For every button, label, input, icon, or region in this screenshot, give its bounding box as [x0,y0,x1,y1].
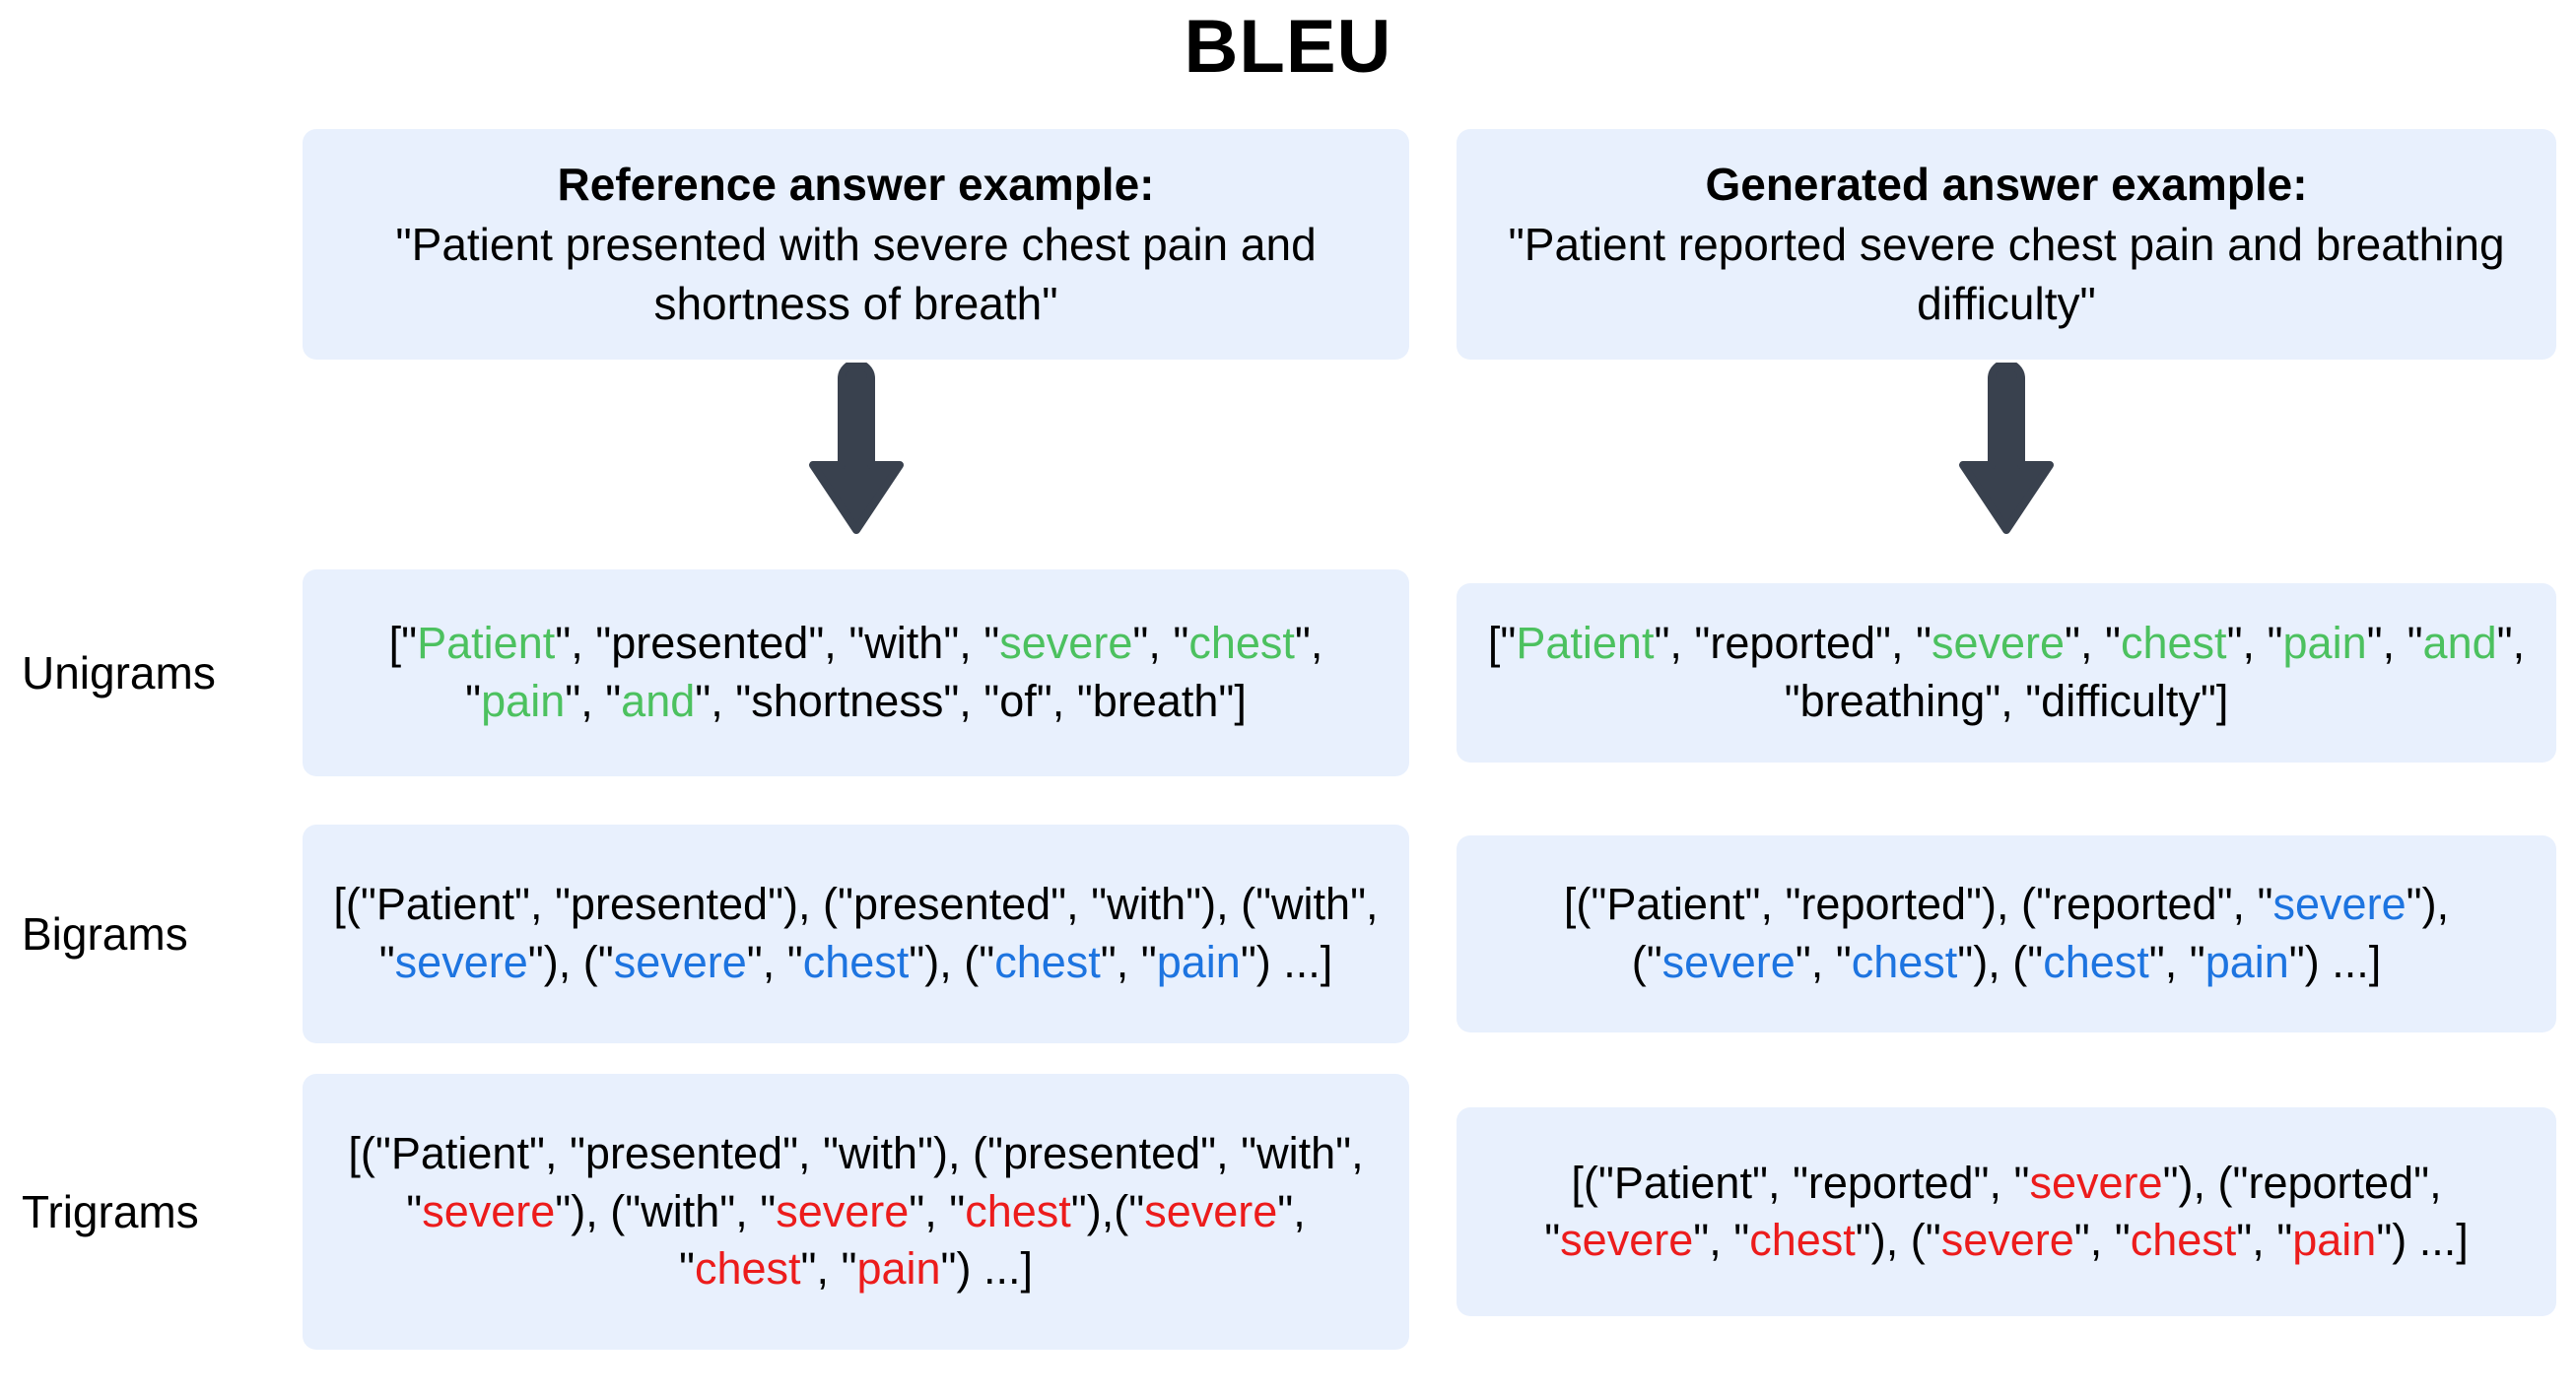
trigrams-generated-box: [("Patient", "reported", "severe"), ("re… [1457,1107,2556,1316]
reference-answer-text: Reference answer example: "Patient prese… [328,155,1384,334]
bigrams-row: Bigrams [("Patient", "presented"), ("pre… [0,803,2576,1064]
page-title: BLEU [1184,5,1392,89]
reference-answer-box: Reference answer example: "Patient prese… [303,129,1409,360]
trigrams-generated-text: [("Patient", "reported", "severe"), ("re… [1544,1157,2469,1266]
generated-answer-box: Generated answer example: "Patient repor… [1457,129,2556,360]
unigrams-reference-text: ["Patient", "presented", "with", "severe… [388,618,1323,726]
left-arrow-container [303,360,1409,542]
reference-answer-title: Reference answer example: [557,158,1155,210]
unigrams-generated-box: ["Patient", "reported", "severe", "chest… [1457,582,2556,763]
bigrams-generated-text: [("Patient", "reported"), ("reported", "… [1563,879,2450,987]
bigrams-reference-text: [("Patient", "presented"), ("presented",… [333,879,1379,987]
arrow-row [0,360,2576,542]
down-arrow-icon [808,362,904,534]
header-row: Reference answer example: "Patient prese… [0,129,2576,360]
trigrams-reference-text: [("Patient", "presented", "with"), ("pre… [348,1128,1364,1295]
unigrams-reference-box: ["Patient", "presented", "with", "severe… [303,568,1409,776]
generated-answer-text: Generated answer example: "Patient repor… [1482,155,2531,334]
trigrams-reference-box: [("Patient", "presented", "with"), ("pre… [303,1074,1409,1350]
bigrams-generated-box: [("Patient", "reported"), ("reported", "… [1457,834,2556,1032]
generated-answer-body: "Patient reported severe chest pain and … [1508,218,2505,330]
reference-answer-body: "Patient presented with severe chest pai… [395,218,1317,330]
unigrams-row: Unigrams ["Patient", "presented", "with"… [0,542,2576,803]
unigrams-row-label: Unigrams [22,646,216,698]
right-arrow-container [1457,360,2556,542]
down-arrow-icon [1959,362,2054,534]
trigrams-row-label: Trigrams [22,1186,199,1237]
bigrams-row-label: Bigrams [22,907,188,960]
generated-answer-title: Generated answer example: [1705,158,2308,210]
bigrams-reference-box: [("Patient", "presented"), ("presented",… [303,824,1409,1043]
trigrams-row: Trigrams [("Patient", "presented", "with… [0,1064,2576,1360]
unigrams-generated-text: ["Patient", "reported", "severe", "chest… [1487,618,2526,726]
